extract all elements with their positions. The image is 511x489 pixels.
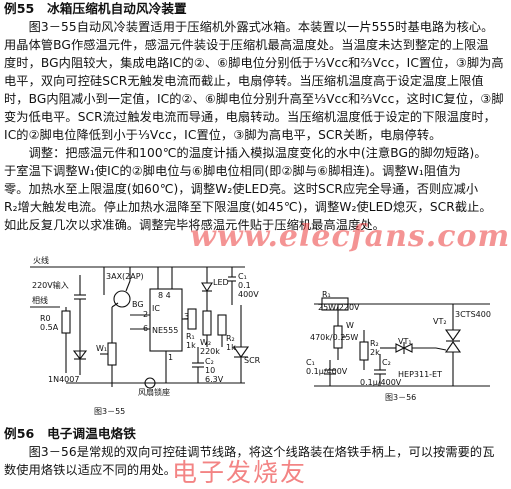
fig55-r0-label: R0 [40,314,51,323]
fig56-r1-value: 25W/220V [318,303,360,312]
fig55-pin6: 6 [143,324,149,333]
figure-56-circuit [314,297,490,387]
section-56-line-2: 数使用烙铁以适应不同的用处。 [4,463,177,477]
section-55-line-8: 调整：把感温元件和100℃的温度计插入模拟温度变化的水中(注意BG的脚勿短路)。 [4,146,487,160]
fig55-r1-value: 1k [186,341,196,350]
fig55-c2-value: 10 [205,366,216,375]
fig56-vt2-name: 3CTS400 [455,310,491,319]
fig55-c2-voltage: 6.3V [205,375,224,384]
fig55-r1-label: R₁ [186,332,195,341]
fig56-r2-label: R₂ [370,339,379,348]
fig55-c1-label: C₁ [238,272,247,281]
fig56-c1-value: 0.1μ/400V [306,367,348,376]
fig55-mains-label: 220V输入 [32,281,69,290]
fig55-fan-label: 风扇锁座 [138,388,170,397]
section-56-line-1: 图3－56是常规的双向可控硅调节线路，将这个线路装在烙铁手柄上，可以按需要的瓦 [4,445,495,459]
fig55-r0-value: 0.5A [40,323,59,332]
fig55-pin3: 3 [184,312,190,321]
fig56-c2-label: C₂ [382,358,391,367]
section-55-line-3: 度时，BG内阻较大，集成电路IC的②、⑥脚电位分别低于⅓Vcc和⅔Vcc，IC置… [4,56,504,70]
section-55-line-9: 于室温下调整W₁使IC的②脚电位与⑥脚电位相同(即②脚与⑥脚相连)。调整W₁阻值… [4,164,461,178]
watermark-brand: 电子发烧友 [172,458,308,487]
fig56-vt1-name: HEP311-ET [398,370,442,379]
fig56-c1-label: C₁ [306,358,315,367]
fig56-w-value: 470k/0.25W [310,333,359,342]
figure-55-caption: 图3－55 [94,407,126,416]
section-56-title: 例56 电子调温电烙铁 [4,426,136,441]
fig55-pins-top: 8 4 [158,291,171,300]
section-55-line-4: 电平，双向可控硅SCR无触发电流而截止，电扇停转。当压缩机温度高于设定温度上限值 [4,74,484,88]
fig55-c1-value: 0.1 [238,281,251,290]
section-55-line-2: 用晶体管BG作感温元件，感温元件装设于压缩机最高温度处。当温度未达到整定的上限温 [4,38,489,52]
fig55-ic-label: IC [152,304,160,313]
fig56-r1-label: R₁ [322,290,331,299]
fig55-diode-label: 1N4007 [48,375,80,384]
fig55-c2-label: C₂ [205,357,214,366]
fig56-c2-value: 0.1μ/400V [360,378,402,387]
section-55-line-1: 图3－55自动风冷装置适用于压缩机外露式冰箱。本装置以一片555时基电路为核心。 [4,20,494,34]
fig55-w2-label: W₂ [200,338,212,347]
fig55-ic-name: NE555 [152,326,179,335]
fig55-led-label: LED [213,278,229,287]
fig56-vt2-label: VT₂ [433,317,447,326]
fig55-r2-value: 1k [226,343,236,352]
section-55-line-5: 时，BG内阻减小到一定值，IC的②、⑥脚电位分别升高至⅓Vcc和⅔Vcc，这时I… [4,92,504,106]
figure-55-circuit [30,266,250,389]
fig55-scr-label: SCR [244,356,261,365]
fig55-neutral-label: 相线 [32,296,48,305]
fig55-pin2: 2 [143,310,149,319]
watermark-site: www.elecfans.com [190,219,511,254]
fig55-w2-value: 220k [200,347,220,356]
fig55-live-label: 火线 [33,256,49,265]
fig55-pin1: 1 [168,353,174,362]
section-55-title: 例55 冰箱压缩机自动风冷装置 [4,1,187,16]
fig56-w-label: W [346,321,354,330]
section-55-line-6: 变为低电平。SCR流过触发电流而导通，电扇转动。当压缩机温度低于设定的下限温度时… [4,110,496,124]
fig56-vt1-label: VT₁ [398,337,412,346]
section-55-line-11: R₂增大触发电流。停止加热水温降至下限温度(如45℃)，调整W₂使LED熄灭，S… [4,200,492,214]
fig55-r2-label: R₂ [226,334,235,343]
section-55-line-12: 如此反复几次以求准确。调整完毕将感温元件贴于压缩机最高温度处。 [4,218,385,232]
fig55-c1-voltage: 400V [238,290,259,299]
fig55-bg-type: 3AX(2AP) [106,272,144,281]
section-55-line-7: IC的②脚电位降低到小于⅓Vcc，IC置位，③脚为高电平，SCR关断，电扇停转。 [4,128,442,142]
figure-56-caption: 图3－56 [385,393,417,402]
fig55-bg-label: BG [132,300,144,309]
fig55-w1-label: W₁ [96,344,108,353]
section-55-line-10: 零。加热水至上限温度(如60℃)，调整W₂使LED亮。这时SCR应完全导通，否则… [4,182,479,196]
fig56-r2-value: 2k [370,348,380,357]
